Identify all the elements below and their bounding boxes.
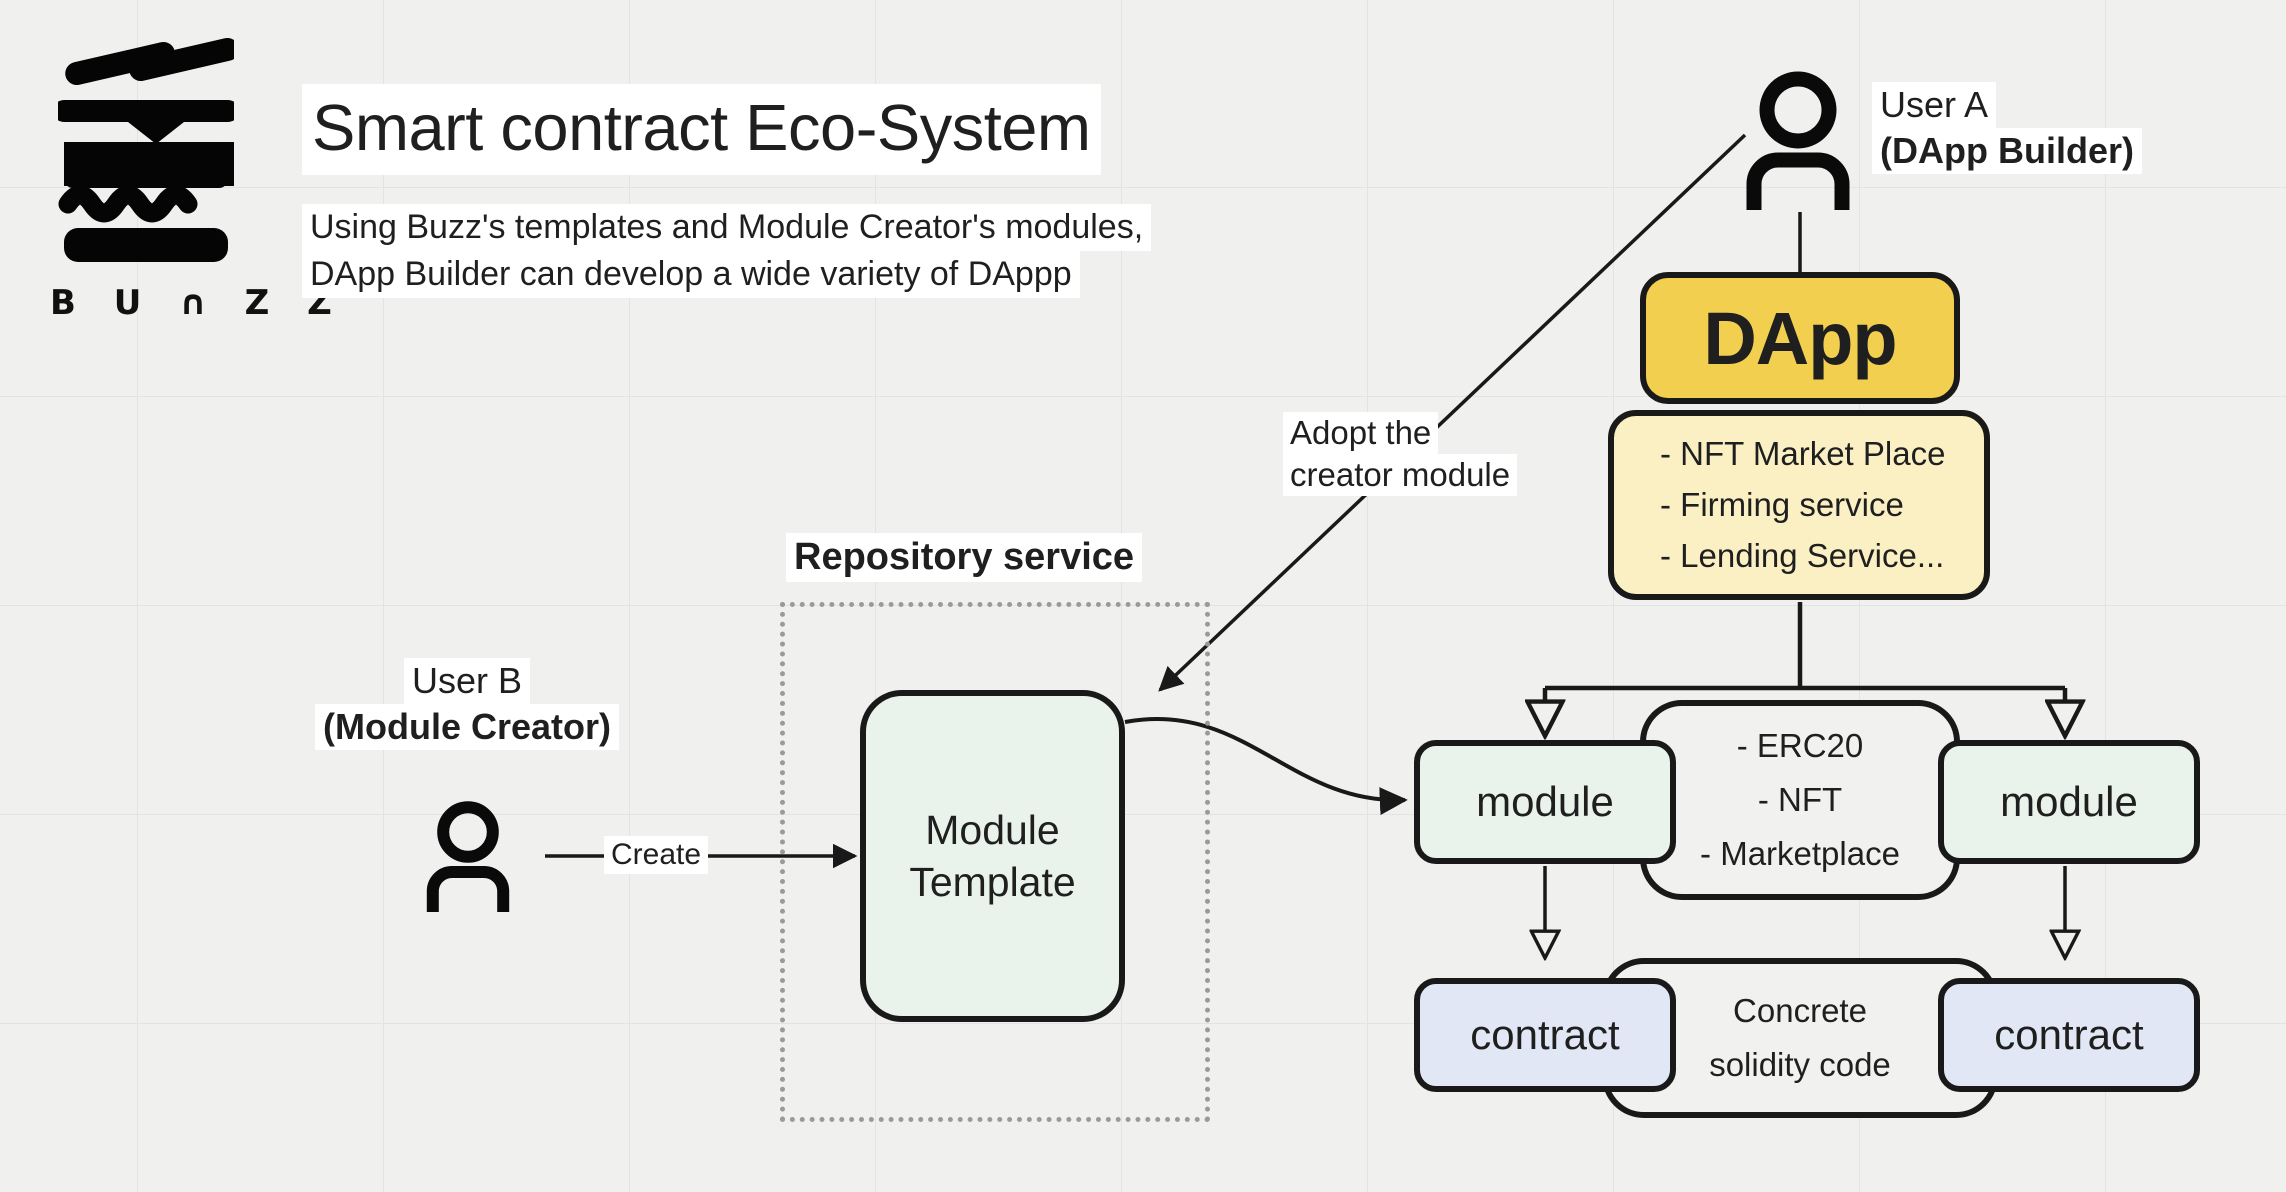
module-right-label: module xyxy=(2000,778,2138,825)
subtitle-line-1: Using Buzz's templates and Module Creato… xyxy=(302,204,1152,251)
bunzz-logo-icon xyxy=(58,38,234,223)
module-node-right[interactable]: module xyxy=(1938,740,2200,864)
repository-service-label: Repository service xyxy=(786,533,1143,582)
contract-left-label: contract xyxy=(1470,1011,1620,1058)
edge-dapp-split-bus xyxy=(1545,602,2065,691)
module-template-line-1: Module xyxy=(925,806,1060,853)
contract-node-right[interactable]: contract xyxy=(1938,978,2200,1092)
module-kind-2: - NFT xyxy=(1757,781,1843,818)
dapp-service-2: - Firming service xyxy=(1660,486,1904,523)
dapp-title: DApp xyxy=(1703,296,1897,380)
contract-desc-line-1: Concrete xyxy=(1733,992,1867,1030)
dapp-services-node[interactable]: - NFT Market Place - Firming service - L… xyxy=(1608,410,1990,600)
bunzz-logo-base-icon xyxy=(64,228,228,262)
module-kind-3: - Marketplace xyxy=(1700,835,1900,872)
subtitle-line-2: DApp Builder can develop a wide variety … xyxy=(302,251,1080,298)
module-kinds-backplate: - ERC20 - NFT - Marketplace xyxy=(1640,700,1960,900)
user-a-role: (DApp Builder) xyxy=(1872,128,2142,174)
dapp-node[interactable]: DApp xyxy=(1640,272,1960,404)
edge-label-adopt-line-2: creator module xyxy=(1283,454,1518,496)
module-template-node[interactable]: Module Template xyxy=(860,690,1125,1022)
edge-label-create: Create xyxy=(604,836,709,874)
contract-right-label: contract xyxy=(1994,1011,2144,1058)
user-b-label: User B (Module Creator) xyxy=(282,658,652,750)
page-subtitle: Using Buzz's templates and Module Creato… xyxy=(302,204,1152,298)
page-title: Smart contract Eco-System xyxy=(302,84,1101,175)
user-a-label: User A (DApp Builder) xyxy=(1872,82,2142,174)
bunzz-wordmark: B U ∩ Z Z xyxy=(50,283,345,323)
contract-node-left[interactable]: contract xyxy=(1414,978,1676,1092)
edge-label-adopt-line-1: Adopt the xyxy=(1283,412,1439,454)
user-b-person-icon xyxy=(426,801,510,912)
contract-desc-line-2: solidity code xyxy=(1709,1046,1891,1083)
module-node-left[interactable]: module xyxy=(1414,740,1676,864)
dapp-service-1: - NFT Market Place xyxy=(1660,435,1946,472)
dapp-service-3: - Lending Service... xyxy=(1660,537,1945,574)
user-b-name: User B xyxy=(403,658,531,704)
user-a-person-icon xyxy=(1746,71,1850,210)
module-kind-1: - ERC20 xyxy=(1736,727,1864,764)
user-b-role: (Module Creator) xyxy=(315,704,619,750)
module-template-line-2: Template xyxy=(909,859,1076,905)
module-left-label: module xyxy=(1476,778,1614,825)
user-a-name: User A xyxy=(1872,82,1997,128)
edge-label-adopt: Adopt the creator module xyxy=(1283,412,1518,496)
